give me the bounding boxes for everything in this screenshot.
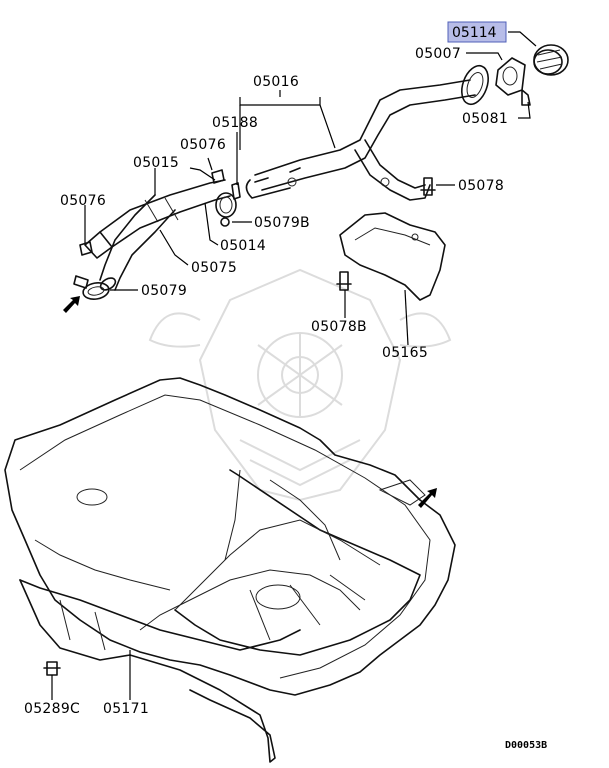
highlighted-part-callout[interactable]: 05114 xyxy=(447,21,507,43)
part-label-05076-lower[interactable]: 05076 xyxy=(60,193,106,209)
highlight-box xyxy=(447,21,507,43)
direction-arrows xyxy=(63,296,437,508)
part-label-05188[interactable]: 05188 xyxy=(212,115,258,131)
part-label-05165[interactable]: 05165 xyxy=(382,345,428,361)
fuel-tank xyxy=(4,377,456,696)
part-label-05014[interactable]: 05014 xyxy=(220,238,266,254)
part-label-05007[interactable]: 05007 xyxy=(415,46,461,62)
part-label-05171[interactable]: 05171 xyxy=(103,701,149,717)
part-label-05079[interactable]: 05079 xyxy=(141,283,187,299)
filler-hose xyxy=(84,179,231,291)
part-label-05081[interactable]: 05081 xyxy=(462,111,508,127)
drawing-code: D00053B xyxy=(505,740,547,751)
filler-pipe-assembly xyxy=(245,64,489,201)
small-parts xyxy=(43,57,531,676)
part-label-05114[interactable]: 05114 xyxy=(452,25,497,41)
fuel-tank-undercover xyxy=(19,469,421,763)
part-label-05075[interactable]: 05075 xyxy=(191,260,237,276)
part-label-05289c[interactable]: 05289C xyxy=(24,701,80,717)
part-label-05076-upper[interactable]: 05076 xyxy=(180,137,226,153)
fuel-cap xyxy=(533,44,569,76)
part-labels: 05007 05081 05016 05188 05076 05015 0507… xyxy=(24,46,508,717)
part-label-05016[interactable]: 05016 xyxy=(253,74,299,90)
heat-protector xyxy=(339,212,446,301)
part-label-05078[interactable]: 05078 xyxy=(458,178,504,194)
leader-lines xyxy=(51,31,537,700)
watermark-emblem xyxy=(148,268,452,502)
part-label-05015[interactable]: 05015 xyxy=(133,155,179,171)
part-label-05079b[interactable]: 05079B xyxy=(254,215,310,231)
part-label-05078b[interactable]: 05078B xyxy=(311,319,367,335)
